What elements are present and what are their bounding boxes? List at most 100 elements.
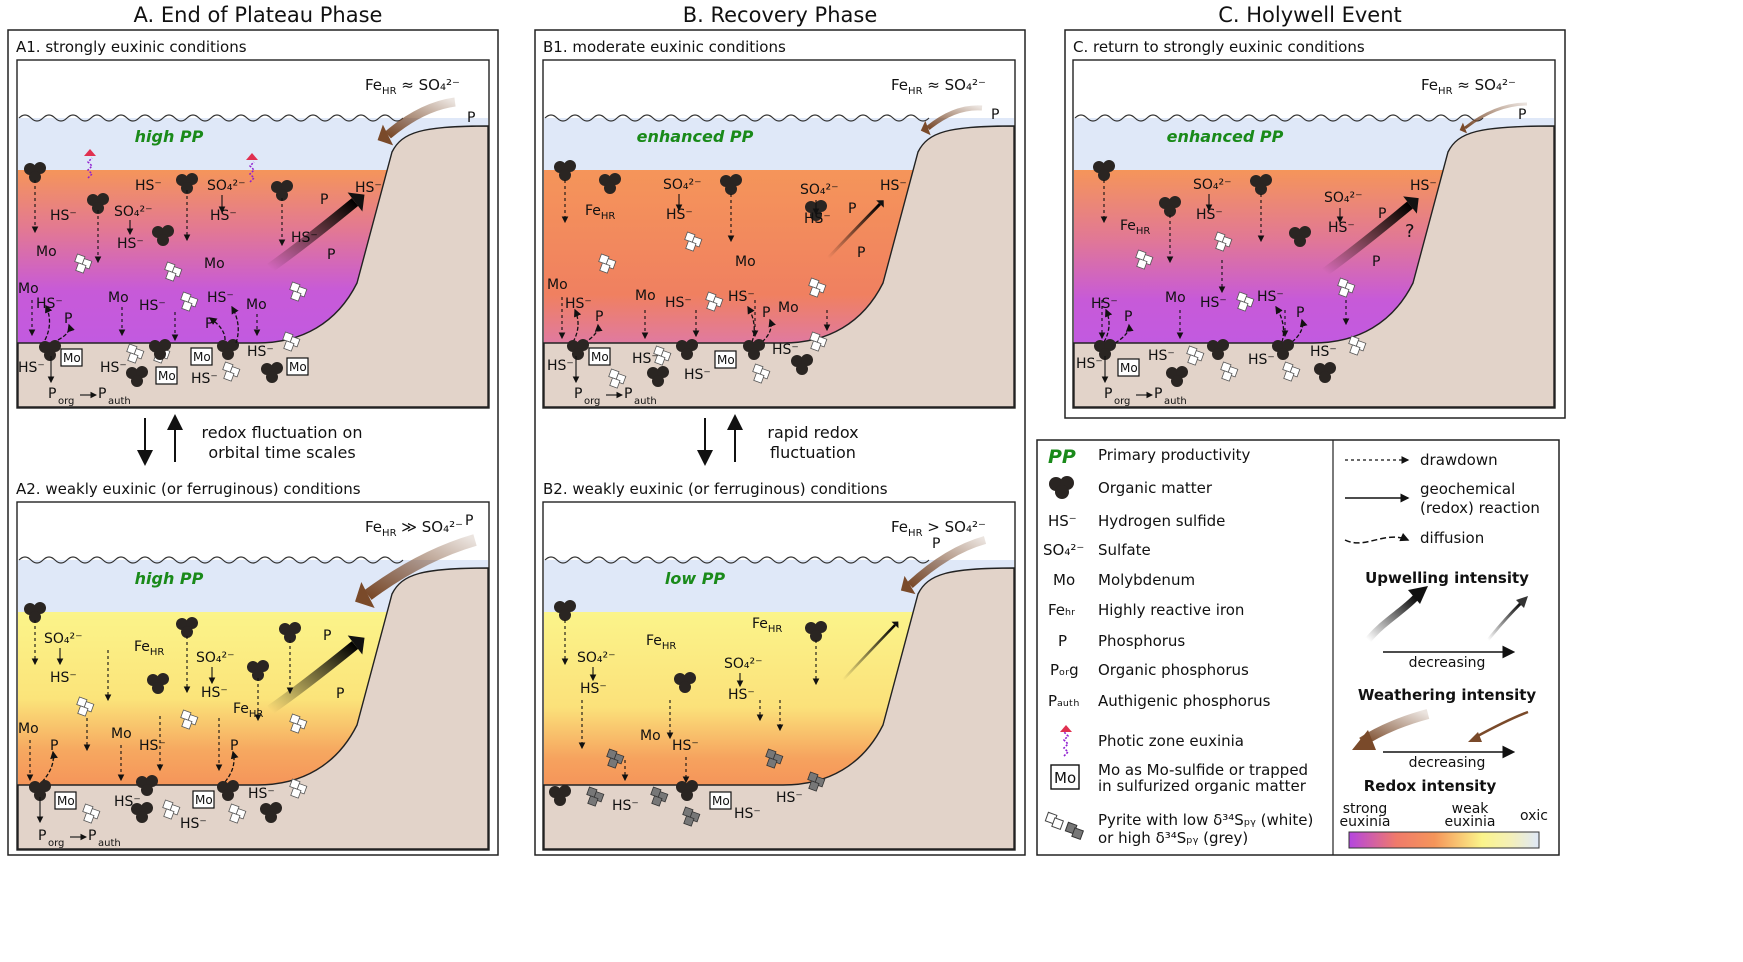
redox-oxic-label: oxic	[1520, 808, 1548, 824]
between-a-line2: orbital time scales	[208, 443, 355, 462]
legend-hs-text: Hydrogen sulfide	[1098, 512, 1225, 530]
upwelling-weak-arrow	[1486, 600, 1524, 641]
organic-matter-icon	[279, 622, 301, 643]
sulfate-label: SO₄²⁻	[196, 650, 235, 666]
pyrite-white-icon	[598, 253, 617, 274]
p-org-label: P	[1104, 386, 1112, 402]
organic-matter-icon	[24, 162, 46, 183]
diffusion-arrow	[761, 318, 776, 343]
organic-matter-icon	[791, 354, 813, 375]
hs-label: HS⁻	[734, 806, 761, 822]
hs-label: HS⁻	[1200, 295, 1227, 311]
p-org-subscript: org	[584, 396, 600, 407]
weathering-arrow	[926, 105, 983, 130]
mo-sulfide-box	[192, 790, 215, 809]
weathering-arrowhead	[355, 582, 375, 608]
organic-matter-icon	[554, 160, 576, 181]
hs-label: HS⁻	[50, 208, 77, 224]
sulfate-label: SO₄²⁻	[800, 182, 839, 198]
organic-matter-icon	[1272, 339, 1294, 360]
mo-box-label: Mo	[57, 794, 75, 808]
upwelling-arrow	[1322, 201, 1413, 276]
mo-label: Mo	[108, 290, 129, 306]
sulfate-label: SO₄²⁻	[114, 204, 153, 220]
organic-matter-icon	[261, 362, 283, 383]
legend-diffusion-arrow	[1344, 532, 1410, 544]
pyrite-white-icon	[222, 361, 241, 382]
hs-label: HS⁻	[728, 289, 755, 305]
p-org-label: P	[48, 386, 56, 402]
p-label: P	[320, 192, 328, 208]
legend-photic-text: Photic zone euxinia	[1098, 732, 1244, 750]
sulfate-label: SO₄²⁻	[577, 650, 616, 666]
hs-label: HS⁻	[580, 681, 607, 697]
sulfate-label: SO₄²⁻	[1324, 190, 1363, 206]
redox-fluctuation-arrows-b	[697, 414, 743, 466]
pyrite-white-icon	[126, 343, 145, 364]
upwelling-arrowhead	[347, 635, 365, 655]
question-mark: ?	[1405, 221, 1415, 242]
sulfate-label: SO₄²⁻	[44, 631, 83, 647]
legend-mo-box-icon	[1050, 764, 1080, 790]
organic-matter-icon	[647, 366, 669, 387]
sea-surface-waves	[18, 114, 404, 122]
organic-matter-icon	[674, 672, 696, 693]
hs-label: HS⁻	[880, 178, 907, 194]
legend-pp-symbol: PP	[1048, 446, 1076, 468]
hs-label: HS⁻	[248, 786, 275, 802]
mo-box-label: Mo	[1120, 361, 1138, 375]
p-label: P	[1296, 305, 1304, 321]
upwelling-arrow	[267, 198, 359, 273]
legend-reaction-text1: geochemical	[1420, 480, 1515, 498]
p-auth-subscript: auth	[98, 838, 121, 849]
mo-box-label: Mo	[717, 353, 735, 367]
diffusion-arrow	[1114, 323, 1134, 344]
pyrite-white-icon	[808, 277, 827, 298]
diffusion-arrow	[224, 750, 239, 783]
organic-matter-icon	[1166, 366, 1188, 387]
weathering-weak-arrow	[1473, 710, 1529, 740]
legend-porg-symbol: Pₒᵣg	[1050, 661, 1079, 679]
legend-pyrite-text1: Pyrite with low δ³⁴Sₚᵧ (white)	[1098, 811, 1313, 829]
legend-p-text: Phosphorus	[1098, 632, 1185, 650]
sulfate-label: SO₄²⁻	[724, 656, 763, 672]
hs-label: HS⁻	[1091, 296, 1118, 312]
legend-weathering-title: Weathering intensity	[1358, 686, 1537, 704]
organic-matter-icon	[1250, 174, 1272, 195]
p-label: P	[64, 311, 72, 327]
pyrite-white-icon	[289, 713, 308, 734]
pyrite-white-icon	[282, 331, 301, 352]
pyrite-white-icon	[289, 281, 308, 302]
p-label: P	[467, 110, 475, 126]
organic-matter-icon	[1207, 339, 1229, 360]
sea-surface-waves	[18, 556, 404, 564]
diffusion-arrow	[208, 317, 226, 341]
heading-b: B. Recovery Phase	[683, 3, 878, 27]
fe-so4-ratio: FeHR ≈ SO₄²⁻	[891, 76, 986, 97]
hs-label: HS⁻	[665, 295, 692, 311]
legend-pauth-symbol: Pₐᵤₜₕ	[1048, 692, 1079, 710]
legend-frame	[1036, 439, 1560, 856]
pyrite-white-icon	[1236, 291, 1255, 312]
diffusion-arrow	[44, 304, 53, 341]
upwelling-strong-arrow	[1365, 592, 1421, 643]
p-auth-subscript: auth	[634, 396, 657, 407]
organic-matter-icon	[29, 780, 51, 801]
between-a-line1: redox fluctuation on	[202, 423, 363, 442]
hs-label: HS⁻	[632, 351, 659, 367]
legend-pp-text: Primary productivity	[1098, 446, 1251, 464]
diffusion-arrow	[1103, 308, 1113, 343]
panel-a2-title: A2. weakly euxinic (or ferruginous) cond…	[16, 480, 361, 498]
pyrite-grey-icon	[765, 748, 784, 769]
mo-label: Mo	[18, 281, 39, 297]
panel-a1-title: A1. strongly euxinic conditions	[16, 38, 247, 56]
legend-porg-text: Organic phosphorus	[1098, 661, 1249, 679]
mo-box-label: Mo	[63, 351, 81, 365]
organic-matter-icon	[1093, 160, 1115, 181]
organic-matter-icon	[1094, 339, 1116, 360]
hs-label: HS⁻	[1248, 352, 1275, 368]
pyrite-grey-icon	[650, 786, 669, 807]
redox-color-bar	[1348, 831, 1540, 849]
